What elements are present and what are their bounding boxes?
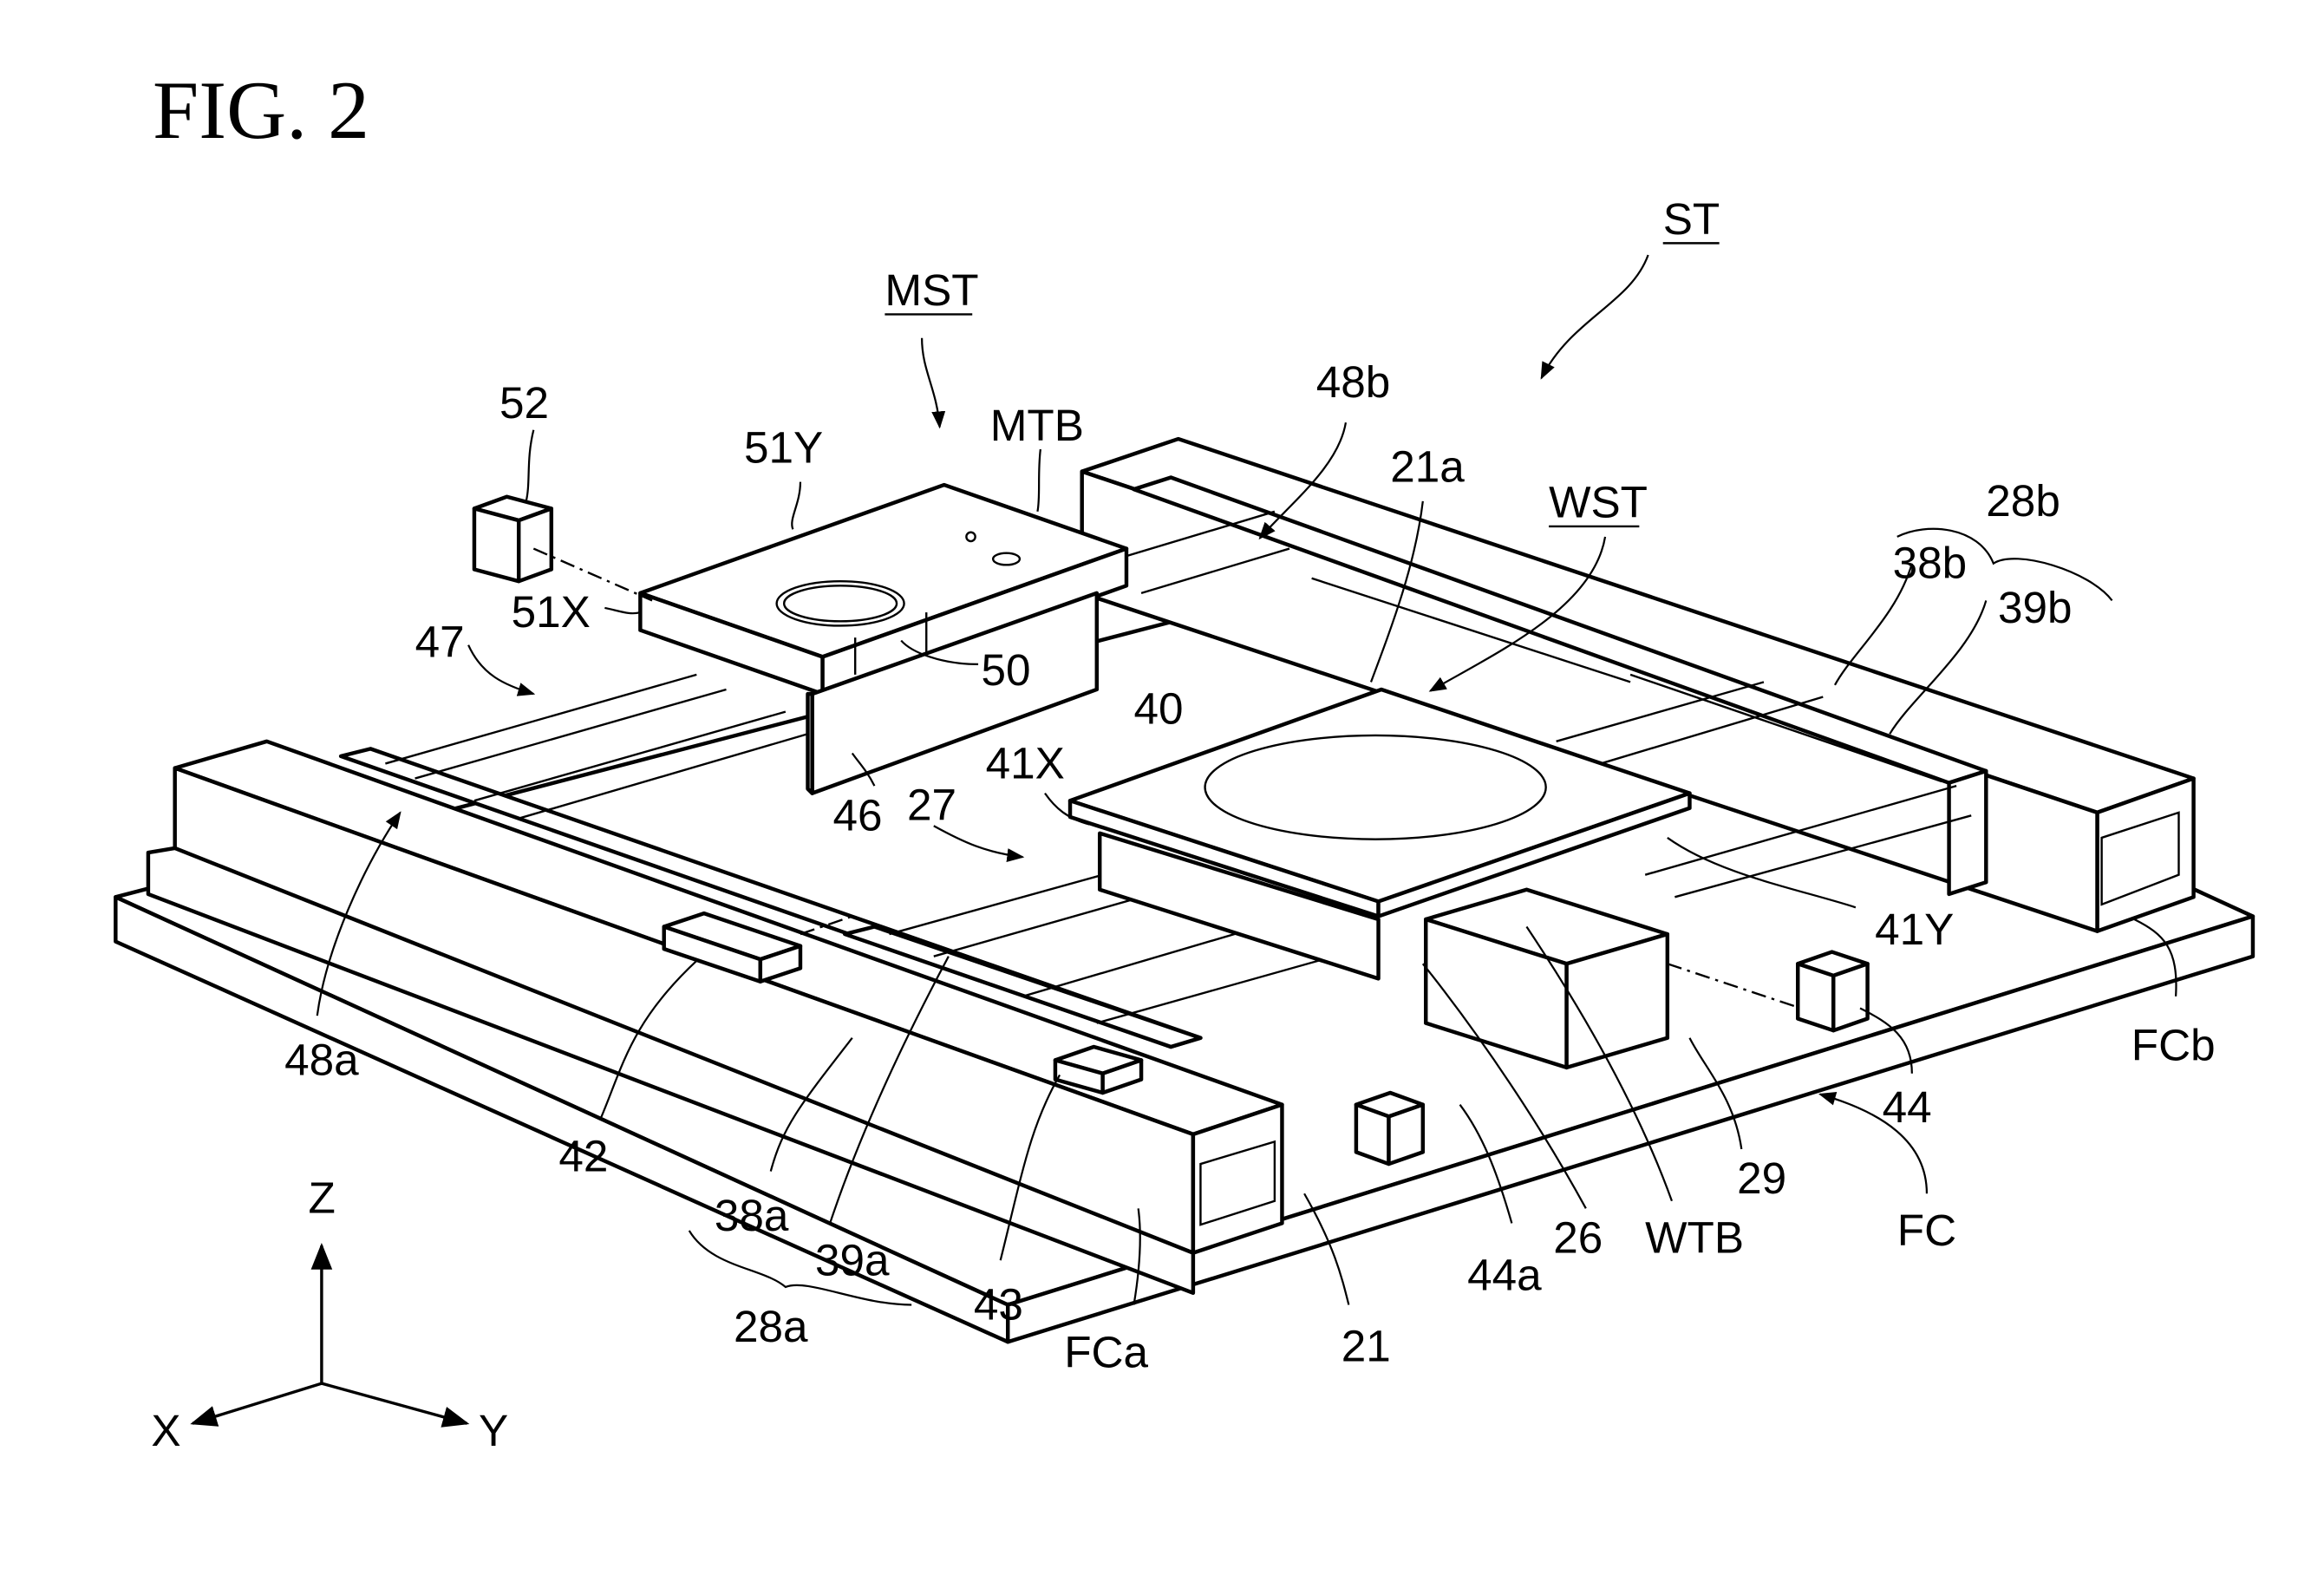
label-48a: 48a [284,1035,359,1084]
label-21a: 21a [1390,442,1465,492]
label-fca: FCa [1064,1327,1148,1376]
label-fcb: FCb [2131,1020,2216,1069]
label-38b: 38b [1893,539,1968,588]
block-29 [1424,887,1802,1070]
sensor-43 [1053,1044,1144,1095]
label-mtb: MTB [990,401,1084,450]
label-44a: 44a [1467,1250,1542,1299]
y-guide-28a [338,747,1203,1049]
label-48b: 48b [1316,357,1391,407]
label-28b: 28b [1986,476,2060,526]
label-51x: 51X [512,587,591,637]
sensor-44a [1354,1090,1426,1166]
label-x-axis: X [151,1406,180,1455]
label-47: 47 [415,617,465,666]
label-38a: 38a [715,1191,789,1240]
label-43: 43 [974,1280,1023,1330]
label-21: 21 [1342,1321,1391,1370]
sensor-42 [662,911,853,984]
label-fc: FC [1897,1206,1956,1255]
label-50: 50 [981,645,1030,695]
label-mst: MST [885,265,978,315]
label-52: 52 [499,378,549,428]
label-28a: 28a [734,1302,808,1351]
figure-title: FIG. 2 [153,64,369,156]
label-40: 40 [1134,683,1184,733]
x-axis-arrow [190,1382,323,1427]
label-29: 29 [1737,1153,1786,1203]
label-z-axis: Z [309,1173,336,1222]
label-39b: 39b [1998,583,2073,632]
sensor-44 [1796,950,1870,1033]
label-wst: WST [1549,478,1648,527]
label-46: 46 [833,790,883,840]
label-st: ST [1663,194,1720,244]
label-26: 26 [1553,1213,1603,1263]
leader-lines [316,254,2177,1306]
label-27: 27 [907,780,956,829]
label-39a: 39a [815,1235,890,1284]
label-wtb: WTB [1645,1213,1744,1263]
label-51y: 51Y [744,422,823,472]
interferometer-52 [472,494,653,602]
label-41y: 41Y [1875,905,1954,954]
label-42: 42 [558,1132,608,1181]
label-44: 44 [1883,1082,1932,1132]
y-guide-28b [1132,475,1988,897]
coordinate-axes: Z X Y [151,1173,508,1454]
y-axis-arrow [321,1382,470,1428]
label-y-axis: Y [479,1406,508,1455]
measurement-stage-mst [638,482,1129,795]
wafer-stage-wst [1067,687,1692,981]
label-41x: 41X [986,739,1065,788]
